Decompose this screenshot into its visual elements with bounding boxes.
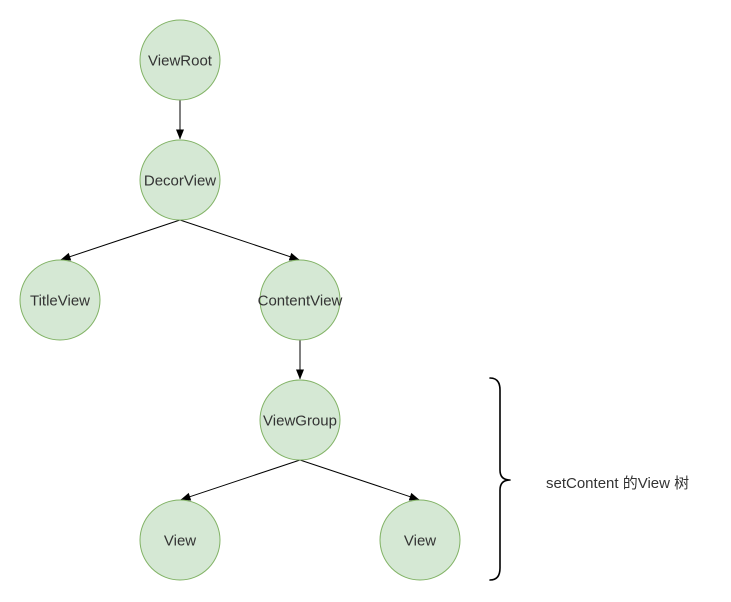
curly-brace [489, 377, 511, 581]
node-circle [139, 499, 221, 581]
edge-decorview-to-contentview [179, 219, 300, 261]
node-circle [259, 259, 341, 341]
node-label: View [404, 532, 436, 549]
edges-layer [60, 100, 420, 501]
node-circle [139, 139, 221, 221]
tree-node-view-left: View [139, 499, 221, 581]
node-label: ContentView [258, 292, 343, 309]
node-circle [379, 499, 461, 581]
node-label: View [164, 532, 196, 549]
node-circle [259, 379, 341, 461]
edge-viewgroup-to-view-right [299, 459, 420, 501]
annotation-label: setContent 的View 树 [546, 475, 689, 492]
edge-viewgroup-to-view-left [180, 459, 301, 501]
node-label: ViewRoot [148, 52, 213, 69]
tree-node-decorview: DecorView [139, 139, 221, 221]
tree-node-view-right: View [379, 499, 461, 581]
node-label: DecorView [144, 172, 216, 189]
tree-node-titleview: TitleView [19, 259, 101, 341]
node-label: TitleView [30, 292, 90, 309]
tree-node-contentview: ContentView [258, 259, 343, 341]
node-circle [139, 19, 221, 101]
node-circle [19, 259, 101, 341]
tree-node-viewgroup: ViewGroup [259, 379, 341, 461]
node-label: ViewGroup [263, 412, 337, 429]
edge-decorview-to-titleview [60, 219, 181, 261]
tree-node-viewroot: ViewRoot [139, 19, 221, 101]
